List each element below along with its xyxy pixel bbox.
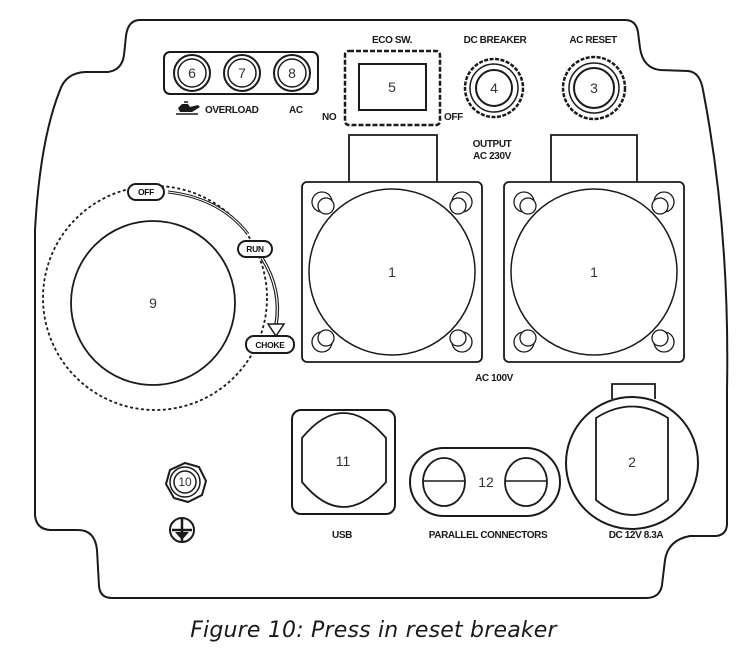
- output-label-line1: OUTPUT: [473, 139, 512, 150]
- usb-number: 11: [336, 453, 351, 469]
- panel-outline: [34, 19, 729, 599]
- ac-reset-title: AC RESET: [569, 35, 617, 46]
- usb-port[interactable]: 11 USB: [291, 409, 396, 541]
- indicator-number: 8: [288, 65, 296, 81]
- dc-breaker[interactable]: DC BREAKER 4: [464, 35, 528, 119]
- ac-outlet-number: 1: [388, 264, 396, 280]
- engine-switch-number: 9: [149, 295, 157, 311]
- ac-outlet-right[interactable]: 1: [503, 134, 685, 363]
- parallel-connectors[interactable]: 12 PARALLEL CONNECTORS: [409, 447, 561, 541]
- switch-position-off[interactable]: OFF: [127, 183, 165, 201]
- eco-switch-on-label: NO: [322, 112, 337, 123]
- overload-indicator: 7: [223, 54, 261, 92]
- output-label-line2: AC 230V: [473, 151, 512, 162]
- ac-outlet-number: 1: [590, 264, 598, 280]
- oil-warning-indicator: 6: [173, 54, 211, 92]
- eco-switch[interactable]: ECO SW. 5 NO OFF: [322, 35, 463, 127]
- ground-terminal-number: 10: [178, 475, 192, 489]
- oil-can-icon: [176, 101, 200, 115]
- ac-indicator: 8: [273, 54, 311, 92]
- switch-position-run[interactable]: RUN: [237, 240, 273, 258]
- ac-outlets-label: AC 100V: [475, 373, 514, 384]
- ac-reset-breaker[interactable]: AC RESET 3: [561, 35, 627, 121]
- parallel-label: PARALLEL CONNECTORS: [429, 530, 548, 541]
- indicator-number: 6: [188, 65, 196, 81]
- indicator-number: 7: [238, 65, 246, 81]
- figure-caption: Figure 10: Press in reset breaker: [190, 618, 557, 643]
- svg-text:RUN: RUN: [246, 244, 264, 254]
- svg-text:OFF: OFF: [138, 187, 154, 197]
- indicator-group: 6 7 8 OVERLOAD AC: [163, 51, 319, 116]
- parallel-number: 12: [478, 474, 494, 490]
- ground-terminal[interactable]: 10: [164, 461, 208, 504]
- dc-outlet[interactable]: 2 DC 12V 8.3A: [565, 383, 699, 541]
- dc-outlet-label: DC 12V 8.3A: [609, 530, 664, 541]
- panel-diagram: 6 7 8 OVERLOAD AC ECO SW. 5 NO OFF DC BR…: [34, 19, 729, 599]
- dc-breaker-number: 4: [490, 80, 498, 96]
- dc-outlet-number: 2: [628, 454, 636, 470]
- dc-breaker-title: DC BREAKER: [464, 35, 528, 46]
- eco-switch-title: ECO SW.: [372, 35, 413, 46]
- ground-icon: [169, 517, 195, 543]
- overload-label: OVERLOAD: [205, 105, 259, 116]
- eco-switch-number: 5: [388, 79, 396, 95]
- eco-switch-off-label: OFF: [444, 112, 463, 123]
- usb-label: USB: [332, 530, 352, 541]
- svg-text:CHOKE: CHOKE: [255, 340, 285, 350]
- ac-label: AC: [289, 105, 303, 116]
- ac-outlet-left[interactable]: 1: [301, 134, 483, 363]
- ac-reset-number: 3: [590, 80, 598, 96]
- switch-position-choke[interactable]: CHOKE: [245, 335, 295, 354]
- engine-switch[interactable]: 9 OFF RUN CHOKE: [42, 183, 295, 411]
